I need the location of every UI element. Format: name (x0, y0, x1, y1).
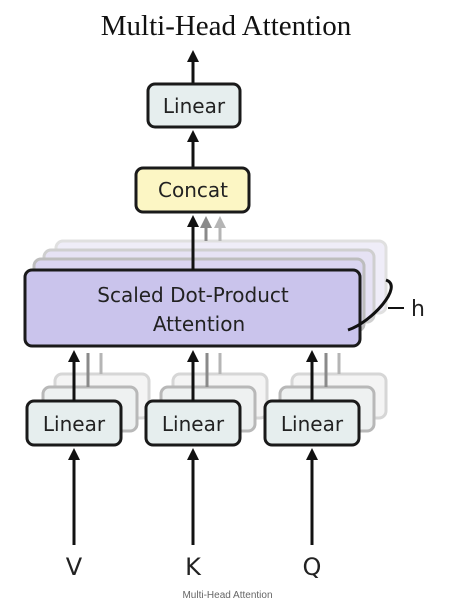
linear-k-label: Linear (162, 412, 225, 436)
concat-label: Concat (158, 178, 228, 202)
top-linear-label: Linear (163, 94, 226, 118)
image-caption: Multi-Head Attention (182, 590, 273, 601)
input-q-label: Q (303, 553, 322, 581)
concat-box (134, 166, 251, 214)
top-linear-box (146, 82, 242, 129)
attention-label-line2: Attention (153, 312, 245, 336)
heads-label: h (411, 297, 425, 322)
heads-brace (347, 278, 393, 332)
input-k-label: K (185, 553, 202, 581)
input-v-label: V (66, 553, 83, 581)
linear-v-label: Linear (43, 412, 106, 436)
linear-q-label: Linear (281, 412, 344, 436)
attention-label-line1: Scaled Dot-Product (97, 283, 289, 307)
diagram-title: Multi-Head Attention (101, 10, 352, 42)
